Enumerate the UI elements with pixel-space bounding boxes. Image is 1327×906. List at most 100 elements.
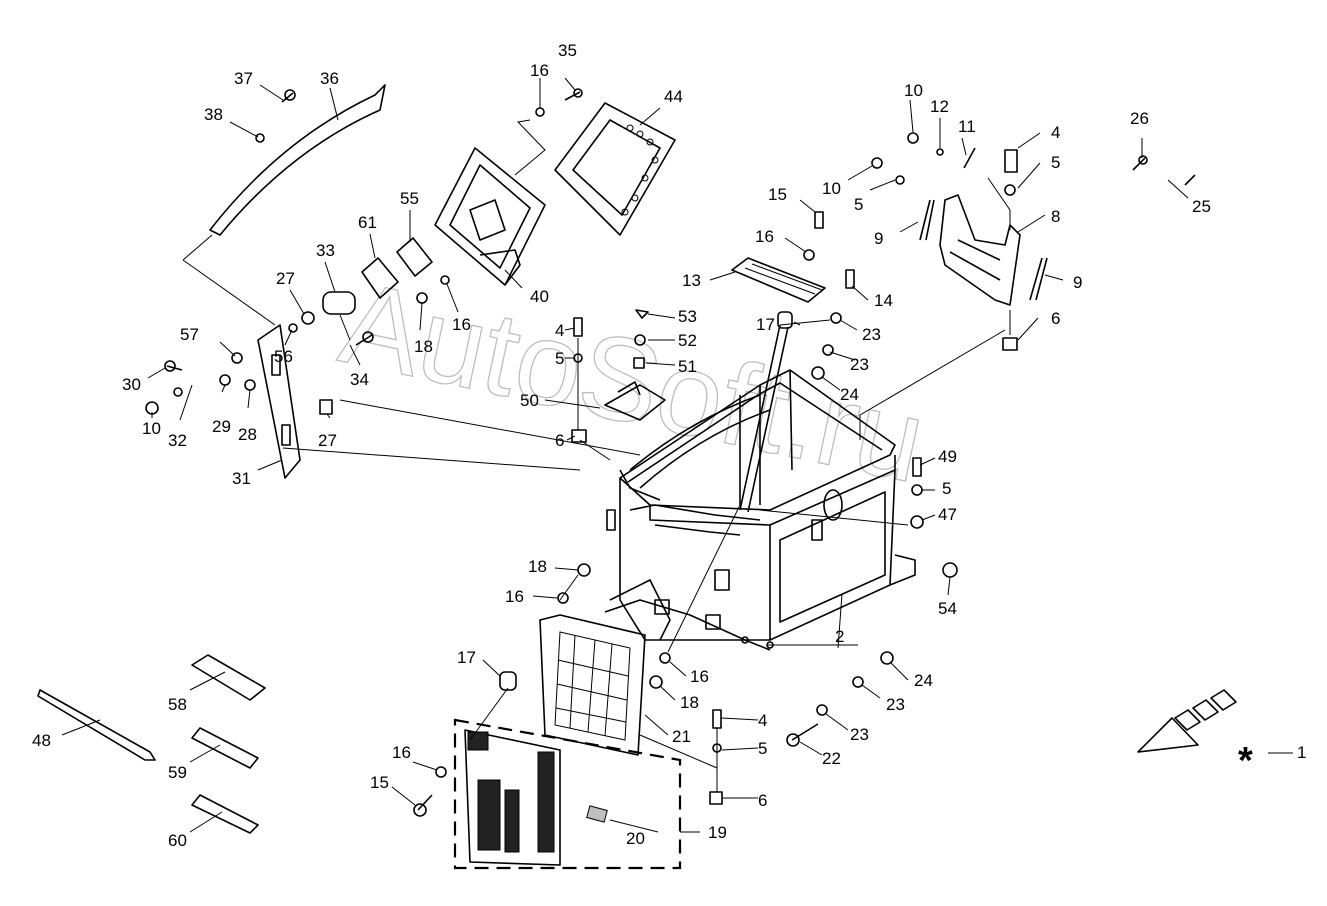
label-16: 16 — [505, 587, 524, 606]
label-29: 29 — [212, 417, 231, 436]
label-4: 4 — [758, 711, 767, 730]
label-10: 10 — [904, 81, 923, 100]
label-25: 25 — [1192, 197, 1211, 216]
label-16: 16 — [452, 315, 471, 334]
label-27: 27 — [276, 269, 295, 288]
bracket-part-8 — [939, 194, 1021, 306]
label-18: 18 — [528, 557, 547, 576]
label-2: 2 — [835, 627, 844, 646]
label-4: 4 — [1051, 123, 1060, 142]
label-23: 23 — [862, 325, 881, 344]
label-15: 15 — [370, 773, 389, 792]
label-22: 22 — [822, 749, 841, 768]
fasteners — [145, 88, 1196, 817]
label-51: 51 — [678, 357, 697, 376]
label-10: 10 — [822, 179, 841, 198]
callout-labels: 1 2 4 4 4 5 5 5 5 5 6 6 6 8 9 9 10 10 10… — [32, 41, 1306, 850]
label-31: 31 — [232, 469, 251, 488]
label-49: 49 — [938, 447, 957, 466]
label-12: 12 — [930, 97, 949, 116]
gas-strut-upper — [739, 311, 793, 513]
label-40: 40 — [530, 287, 549, 306]
main-frame-part — [604, 369, 916, 651]
label-53: 53 — [678, 307, 697, 326]
label-18: 18 — [414, 337, 433, 356]
label-48: 48 — [32, 731, 51, 750]
label-33: 33 — [316, 241, 335, 260]
label-56: 56 — [274, 347, 293, 366]
label-4: 4 — [555, 321, 564, 340]
label-23: 23 — [850, 355, 869, 374]
watermark-text: AutoSoft.ru — [330, 256, 935, 508]
label-24: 24 — [914, 671, 933, 690]
bracket-part-50 — [604, 381, 666, 421]
label-17: 17 — [457, 648, 476, 667]
label-5: 5 — [1051, 153, 1060, 172]
strip-part-60 — [191, 794, 259, 834]
plate-part-55 — [396, 237, 433, 277]
label-9: 9 — [1073, 273, 1082, 292]
label-35: 35 — [558, 41, 577, 60]
label-28: 28 — [238, 425, 257, 444]
label-17: 17 — [756, 315, 775, 334]
label-59: 59 — [168, 763, 187, 782]
label-32: 32 — [168, 431, 187, 450]
label-1: 1 — [1297, 743, 1306, 762]
label-16: 16 — [755, 227, 774, 246]
label-52: 52 — [678, 331, 697, 350]
label-57: 57 — [180, 325, 199, 344]
label-6: 6 — [758, 791, 767, 810]
label-23: 23 — [886, 695, 905, 714]
display-monitor-part — [554, 102, 676, 236]
label-20: 20 — [626, 829, 645, 848]
label-15: 15 — [768, 185, 787, 204]
strip-part-58 — [191, 654, 266, 701]
handle-part-36 — [182, 84, 386, 326]
label-21: 21 — [672, 727, 691, 746]
label-61: 61 — [358, 213, 377, 232]
label-6: 6 — [1051, 309, 1060, 328]
label-30: 30 — [122, 375, 141, 394]
label-18: 18 — [680, 693, 699, 712]
label-24: 24 — [840, 385, 859, 404]
label-13: 13 — [682, 271, 701, 290]
label-16: 16 — [530, 61, 549, 80]
label-5: 5 — [555, 349, 564, 368]
label-37: 37 — [234, 69, 253, 88]
label-16: 16 — [690, 667, 709, 686]
strip-part-59 — [191, 727, 259, 769]
label-6: 6 — [555, 431, 564, 450]
label-10: 10 — [142, 419, 161, 438]
label-8: 8 — [1051, 207, 1060, 226]
plate-part-61 — [361, 257, 399, 299]
fuse-box-part-19 — [453, 718, 682, 870]
side-panel-part-31 — [257, 324, 301, 479]
gas-spring-part-9 — [919, 199, 1048, 301]
circuit-board-part-13 — [731, 257, 826, 303]
label-26: 26 — [1130, 109, 1149, 128]
fuse-part-20 — [586, 805, 608, 823]
label-14: 14 — [874, 291, 893, 310]
label-5: 5 — [942, 479, 951, 498]
spacer-part-17-lower — [499, 671, 517, 691]
label-38: 38 — [204, 105, 223, 124]
leader-lines — [61, 77, 1293, 833]
label-54: 54 — [938, 599, 957, 618]
label-44: 44 — [664, 87, 683, 106]
label-11: 11 — [958, 117, 976, 136]
switch-part-33 — [322, 291, 356, 341]
label-27: 27 — [318, 431, 337, 450]
label-58: 58 — [168, 695, 187, 714]
label-50: 50 — [520, 391, 539, 410]
asterisk-mark: * — [1238, 740, 1253, 782]
direction-arrow-icon — [1137, 689, 1237, 753]
label-5: 5 — [854, 195, 863, 214]
label-60: 60 — [168, 831, 187, 850]
label-55: 55 — [400, 189, 419, 208]
label-19: 19 — [708, 823, 727, 842]
cable-tie-part-48 — [37, 689, 156, 761]
label-23: 23 — [850, 725, 869, 744]
label-47: 47 — [938, 505, 957, 524]
label-9: 9 — [874, 229, 883, 248]
